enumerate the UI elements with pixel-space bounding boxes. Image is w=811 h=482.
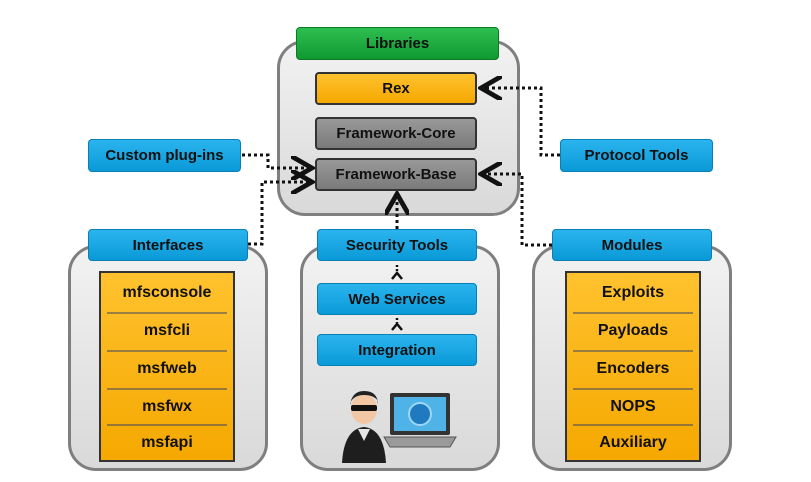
list-item: msfwx <box>142 398 192 415</box>
divider <box>107 388 227 390</box>
divider <box>573 388 693 390</box>
modules-title: Modules <box>552 229 712 261</box>
divider <box>107 424 227 426</box>
list-item: msfweb <box>137 360 197 377</box>
integration-box: Integration <box>317 334 477 366</box>
list-item: msfcli <box>143 322 191 339</box>
custom-plugins-label: Custom plug-ins <box>88 139 241 172</box>
divider <box>107 350 227 352</box>
list-item: Auxiliary <box>599 434 667 451</box>
web-services-box: Web Services <box>317 283 477 315</box>
arrow-modules-to-base <box>484 174 552 247</box>
divider <box>573 350 693 352</box>
interfaces-list: mfsconsole msfcli msfweb msfwx msfapi <box>99 271 235 462</box>
hacker-laptop-icon <box>342 391 457 463</box>
chevron-up-icon <box>391 322 403 331</box>
chevron-up-icon <box>391 271 403 280</box>
divider <box>107 312 227 314</box>
list-item: msfapi <box>141 434 193 451</box>
rex-box: Rex <box>315 72 477 105</box>
modules-list: Exploits Payloads Encoders NOPS Auxiliar… <box>565 271 701 462</box>
divider <box>573 312 693 314</box>
framework-core-box: Framework-Core <box>315 117 477 150</box>
list-item: NOPS <box>610 398 656 415</box>
list-item: Encoders <box>596 360 670 377</box>
protocol-tools-label: Protocol Tools <box>560 139 713 172</box>
libraries-title: Libraries <box>296 27 499 60</box>
interfaces-title: Interfaces <box>88 229 248 261</box>
list-item: Exploits <box>601 284 665 301</box>
security-tools-title: Security Tools <box>317 229 477 261</box>
framework-base-box: Framework-Base <box>315 158 477 191</box>
divider <box>573 424 693 426</box>
arrow-interfaces-to-base <box>248 182 309 246</box>
list-item: Payloads <box>597 322 669 339</box>
arrow-plugins-to-base <box>242 153 309 168</box>
list-item: mfsconsole <box>122 284 212 301</box>
arrow-protocol-to-rex <box>484 88 560 157</box>
